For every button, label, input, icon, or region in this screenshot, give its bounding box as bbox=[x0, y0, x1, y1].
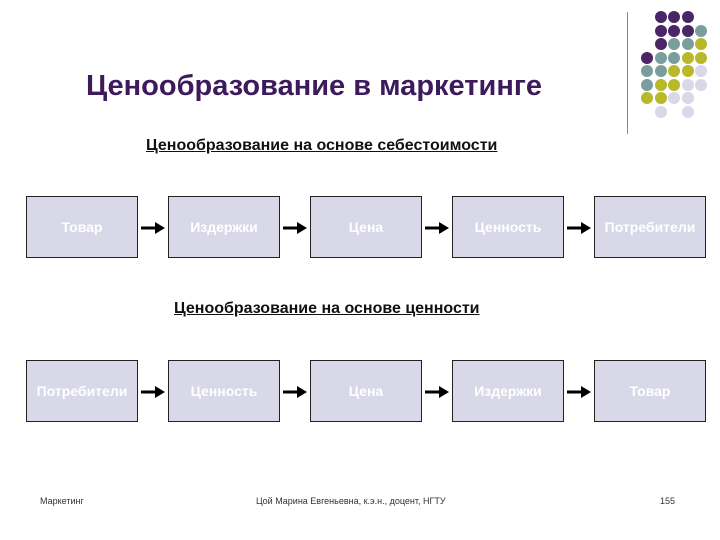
decorative-dot bbox=[695, 24, 707, 37]
decorative-dot bbox=[681, 24, 694, 37]
decorative-dot bbox=[681, 11, 694, 23]
decorative-dot bbox=[654, 24, 667, 37]
decorative-dot bbox=[695, 38, 707, 50]
footer-author: Цой Марина Евгеньевна, к.э.н., доцент, Н… bbox=[256, 496, 446, 506]
arrow-right-icon bbox=[283, 386, 307, 398]
arrow-right-icon bbox=[425, 222, 449, 234]
decorative-dot bbox=[681, 92, 694, 104]
decorative-dot bbox=[641, 51, 653, 64]
footer-page-number: 155 bbox=[660, 496, 676, 506]
decorative-dot bbox=[695, 78, 707, 91]
arrow-right-icon bbox=[425, 386, 449, 398]
slide-title: Ценообразование в маркетинге bbox=[86, 70, 543, 102]
decorative-dot bbox=[668, 38, 680, 50]
value-flow-box-4: Издержки bbox=[452, 360, 564, 422]
decorative-dot bbox=[681, 38, 694, 50]
decorative-dot bbox=[668, 51, 680, 64]
decorative-dot bbox=[654, 51, 667, 64]
decorative-dot bbox=[668, 11, 680, 23]
arrow-right-icon bbox=[567, 222, 591, 234]
decorative-dot bbox=[641, 78, 653, 91]
cost-flow-box-5: Потребители bbox=[594, 196, 706, 258]
cost-flow-box-1: Товар bbox=[26, 196, 138, 258]
arrow-right-icon bbox=[567, 386, 591, 398]
decorative-dot bbox=[695, 65, 707, 77]
cost-flow-box-4: Ценность bbox=[452, 196, 564, 258]
decorative-dot bbox=[681, 78, 694, 91]
decorative-dot bbox=[654, 38, 667, 50]
value-flow-box-3: Цена bbox=[310, 360, 422, 422]
decorative-dot bbox=[681, 51, 694, 64]
decorative-dot bbox=[654, 105, 667, 118]
decorative-dot bbox=[681, 105, 694, 118]
decorative-dot bbox=[654, 78, 667, 91]
decorative-dot bbox=[654, 65, 667, 77]
decorative-dot bbox=[654, 92, 667, 104]
arrow-right-icon bbox=[141, 386, 165, 398]
cost-based-heading: Ценообразование на основе себестоимости bbox=[146, 137, 498, 154]
arrow-right-icon bbox=[141, 222, 165, 234]
decorative-dot bbox=[641, 65, 653, 77]
cost-flow-box-3: Цена bbox=[310, 196, 422, 258]
cost-flow-box-2: Издержки bbox=[168, 196, 280, 258]
footer-course-name: Маркетинг bbox=[40, 496, 84, 506]
arrow-right-icon bbox=[283, 222, 307, 234]
decorative-dot bbox=[641, 92, 653, 104]
decorative-dot bbox=[668, 65, 680, 77]
value-flow-box-2: Ценность bbox=[168, 360, 280, 422]
decorative-dot bbox=[668, 24, 680, 37]
decorative-dot bbox=[681, 65, 694, 77]
decorative-dot bbox=[695, 51, 707, 64]
decorative-dot bbox=[668, 92, 680, 104]
value-flow-box-5: Товар bbox=[594, 360, 706, 422]
decorative-dot bbox=[668, 78, 680, 91]
decorative-divider-line bbox=[627, 12, 628, 134]
value-flow-box-1: Потребители bbox=[26, 360, 138, 422]
value-based-heading: Ценообразование на основе ценности bbox=[174, 300, 480, 317]
decorative-dot bbox=[654, 11, 667, 23]
